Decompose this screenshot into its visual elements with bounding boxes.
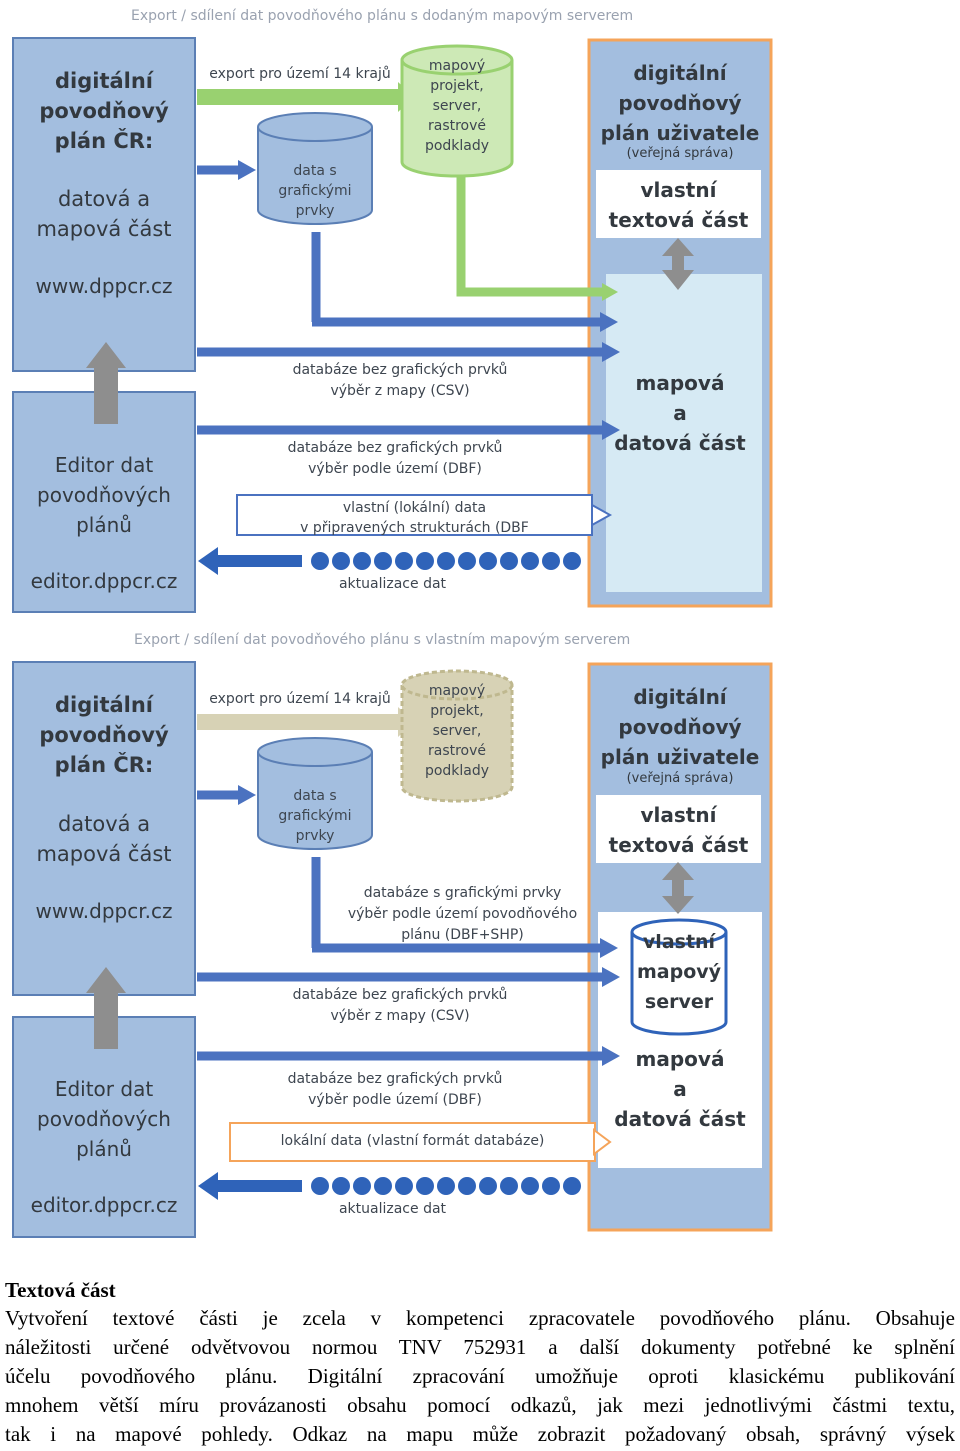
- bottom-dbf-arrowhead: [602, 1046, 620, 1066]
- section-heading: Textová část: [5, 1278, 116, 1302]
- bottom-editor-url[interactable]: editor.dppcr.cz: [30, 1193, 178, 1217]
- top-cylinder-data: [257, 112, 373, 225]
- bottom-cylinder-data: [257, 737, 373, 850]
- top-user-inner-panel: [606, 274, 762, 592]
- bottom-own-server-cylinder: [630, 918, 728, 1036]
- bottom-csv-arrowhead: [602, 967, 620, 987]
- bottom-cr-url[interactable]: www.dppcr.cz: [35, 899, 173, 923]
- top-cyl-right-arrowhead: [600, 312, 618, 332]
- bottom-cr-box: [12, 661, 196, 996]
- bottom-up-arrow: [86, 967, 126, 1049]
- top-update-dots: [311, 552, 581, 570]
- paragraph-line: tak i na mapové pohledy. Odkaz na mapu m…: [5, 1422, 955, 1446]
- top-cr-url[interactable]: www.dppcr.cz: [35, 274, 173, 298]
- top-update-label: aktualizace dat: [338, 576, 447, 592]
- top-export-arrow-body: [197, 89, 400, 105]
- top-cr-box: [12, 37, 196, 372]
- top-editor-url[interactable]: editor.dppcr.cz: [30, 569, 178, 593]
- top-local-arrowhead: [591, 503, 613, 527]
- top-caption: Export / sdílení dat povodňového plánu s…: [131, 8, 634, 24]
- bottom-caption: Export / sdílení dat povodňového plánu s…: [134, 632, 631, 648]
- top-dbf-arrowhead: [602, 420, 620, 440]
- bottom-export-label: export pro území 14 krajů: [209, 691, 391, 707]
- top-export-label: export pro území 14 krajů: [209, 66, 391, 82]
- paragraph-line: Vytvoření textové části je zcela v kompe…: [5, 1306, 955, 1330]
- bottom-double-arrow: [662, 862, 694, 914]
- top-diagram: [12, 37, 773, 613]
- top-csv-arrowhead: [602, 342, 620, 362]
- top-cr-to-cyl-arrowhead: [238, 160, 256, 180]
- top-user-note: (veřejná správa): [626, 146, 734, 161]
- bottom-editor-box: [12, 1016, 196, 1238]
- top-user-text-box: [596, 170, 761, 238]
- top-double-arrow: [662, 238, 694, 290]
- text-section: Textová část Vytvoření textové části je …: [5, 1277, 955, 1449]
- bottom-local-arrowhead: [593, 1128, 612, 1156]
- bottom-user-note: (veřejná správa): [626, 771, 734, 786]
- bottom-diagram: [12, 661, 773, 1238]
- bottom-local-box: [229, 1122, 596, 1162]
- bottom-update-dots: [311, 1177, 581, 1195]
- top-up-arrow: [86, 342, 126, 424]
- bottom-update-label: aktualizace dat: [338, 1201, 447, 1217]
- bottom-user-text-box: [596, 795, 761, 863]
- paragraph-line: účelu povodňového plánu. Digitální zprac…: [5, 1364, 955, 1388]
- paragraph-line: mnohem větší míru provázanosti obsahu po…: [5, 1393, 955, 1417]
- bottom-export-arrow-body: [197, 714, 400, 730]
- bottom-local-label: lokální data (vlastní formát databáze): [280, 1133, 545, 1149]
- diagrams-canvas: [12, 37, 773, 1238]
- bottom-cylinder-map: [400, 669, 514, 803]
- top-local-box: [236, 494, 593, 536]
- top-editor-box: [12, 391, 196, 613]
- top-green-arrowhead: [602, 283, 618, 301]
- top-green-down-right: [456, 176, 604, 297]
- bottom-update-arrowhead: [198, 1172, 218, 1200]
- bottom-update-bar: [216, 1180, 302, 1192]
- bottom-cr-to-cyl-arrowhead: [238, 785, 256, 805]
- top-update-arrowhead: [198, 547, 218, 575]
- top-update-bar: [216, 555, 302, 567]
- paragraph-line: náležitosti určené odvětvovou normou TNV…: [5, 1335, 955, 1359]
- bottom-shp-arrowhead: [600, 938, 618, 958]
